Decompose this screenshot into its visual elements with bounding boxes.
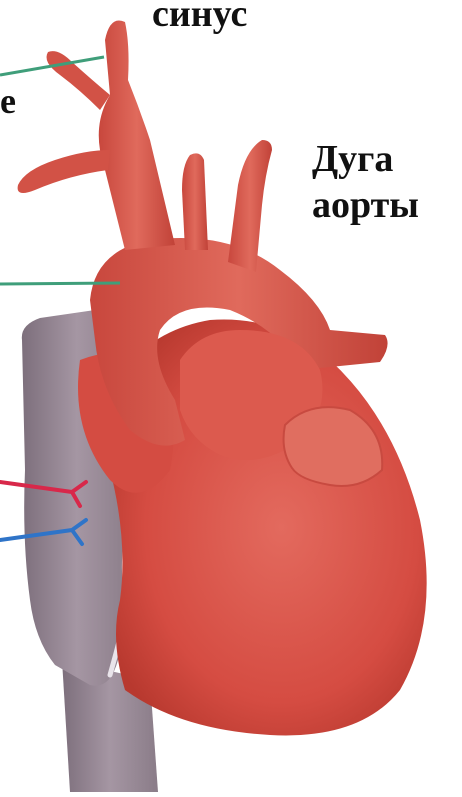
label-aortic-arch-line2: аорты [312,182,419,228]
label-aortic-arch: Дуга аорты [312,136,419,228]
pointer-line-aorta [0,283,120,284]
label-aortic-arch-line1: Дуга [312,136,419,182]
left-common-carotid-artery [182,153,208,250]
right-subclavian-artery [18,150,110,193]
brachiocephalic-trunk [99,20,175,250]
label-left-fragment: е [0,82,16,122]
left-subclavian-artery [228,140,272,272]
label-sinus: синус [152,0,247,36]
